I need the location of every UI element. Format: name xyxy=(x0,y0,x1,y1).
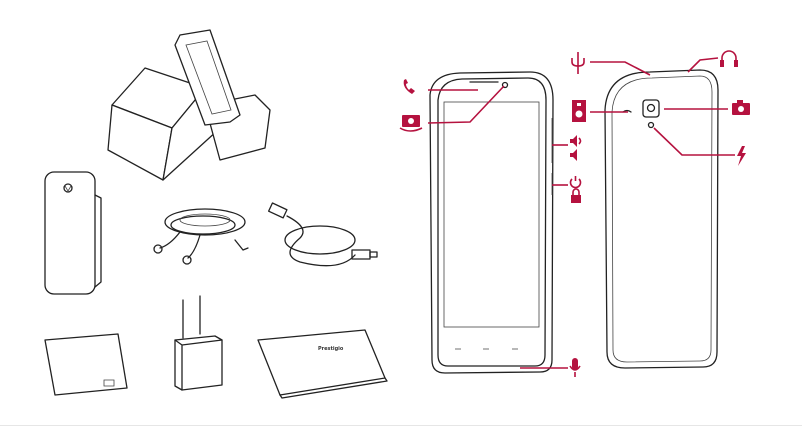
phone-in-box xyxy=(107,29,271,181)
battery xyxy=(44,333,128,396)
lock-icon xyxy=(571,188,581,203)
front-camera-icon xyxy=(399,115,423,132)
earphones xyxy=(153,208,249,265)
phone-back-cover xyxy=(44,171,102,295)
volume-down-icon xyxy=(570,149,577,161)
divider xyxy=(0,425,802,426)
power-icon xyxy=(569,176,582,189)
headphones-icon xyxy=(720,50,738,67)
callouts xyxy=(427,57,735,369)
phone-back xyxy=(604,69,719,369)
microphone-icon xyxy=(569,358,581,377)
speaker-icon xyxy=(572,100,586,122)
charger xyxy=(174,295,223,391)
phone-receiver-icon xyxy=(403,79,415,94)
camera-icon xyxy=(732,100,750,115)
volume-up-icon xyxy=(570,135,582,147)
flash-icon xyxy=(737,146,746,166)
usb-cable xyxy=(267,202,378,267)
usb-icon xyxy=(571,52,585,74)
user-manual: Prestigio xyxy=(257,329,388,399)
manual-logo-text: Prestigio xyxy=(318,346,344,352)
phone-front xyxy=(429,71,554,374)
